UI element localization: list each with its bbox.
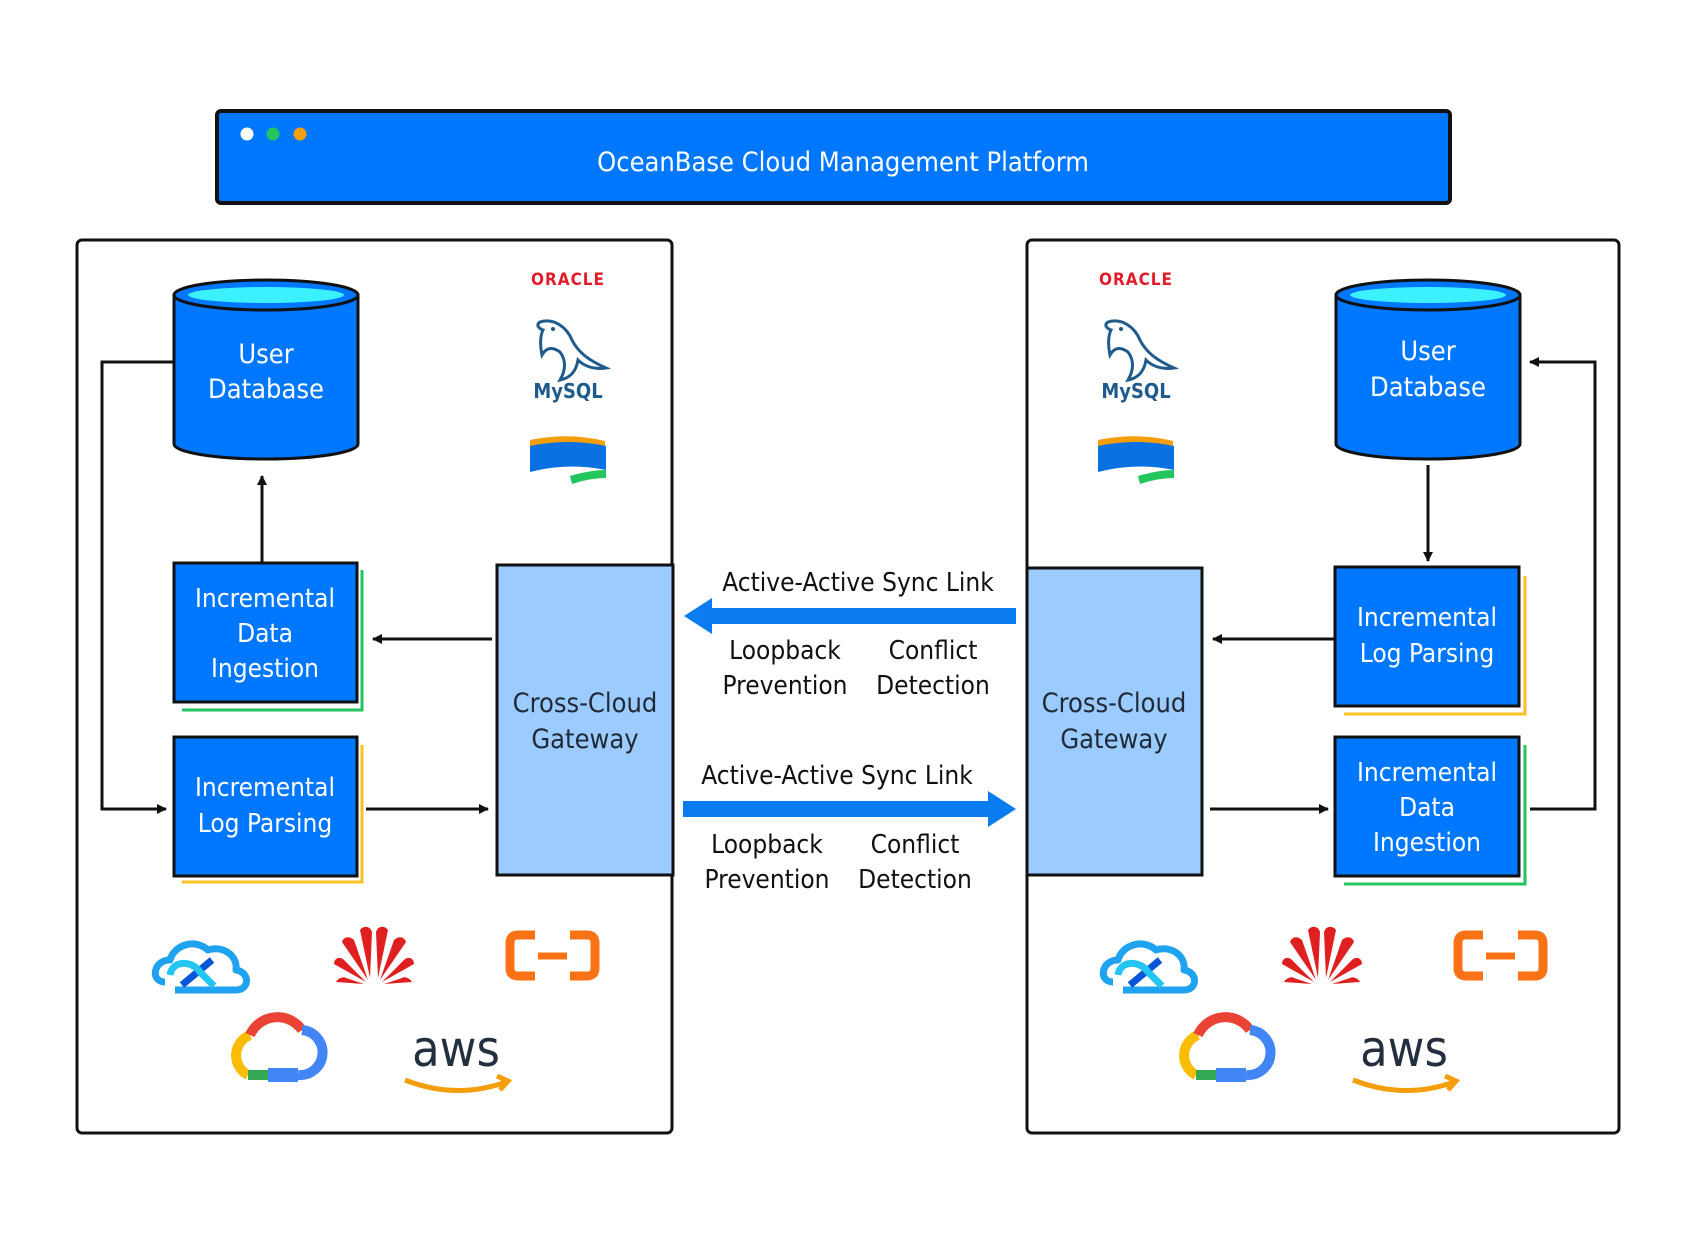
left-user-database-label-1: User <box>238 339 293 370</box>
sync-link-top: Active-Active Sync Link Loopback Prevent… <box>684 568 1016 701</box>
window-dot-white <box>240 127 254 141</box>
right-cloud-panel: Cross-Cloud Gateway User Database Increm… <box>1025 238 1621 1135</box>
right-arrow-ingestion-to-db <box>1529 357 1597 811</box>
platform-title: OceanBase Cloud Management Platform <box>597 147 1089 178</box>
left-user-database-label-2: Database <box>208 374 324 405</box>
svg-text:ORACLE: ORACLE <box>531 270 605 290</box>
left-aws-logo: aws <box>404 1020 513 1094</box>
left-cloud-panel: User Database Incremental Data Ingestion… <box>75 238 675 1135</box>
sync-bottom-feature-1-line-2: Prevention <box>705 865 830 895</box>
right-oracle-logo: ORACLE <box>1099 270 1173 290</box>
sync-link-bottom-arrow <box>683 791 1016 827</box>
left-ingestion-label-2: Data <box>237 619 293 649</box>
sync-link-top-arrow <box>684 598 1016 634</box>
left-huawei-cloud-icon <box>334 926 414 984</box>
left-oracle-logo: ORACLE <box>531 270 605 290</box>
sync-link-top-label: Active-Active Sync Link <box>722 568 994 598</box>
window-dot-orange <box>293 127 307 141</box>
left-gateway-label-1: Cross-Cloud <box>513 688 658 719</box>
right-ingestion-label-2: Data <box>1399 793 1455 823</box>
right-user-database-label-2: Database <box>1370 372 1486 403</box>
right-mysql-logo: MySQL <box>1101 319 1180 403</box>
sync-bottom-feature-1-line-1: Loopback <box>711 830 823 860</box>
window-dot-green <box>266 127 280 141</box>
right-mysql-logo-text: MySQL <box>1101 379 1170 403</box>
sync-link-bottom-label: Active-Active Sync Link <box>701 761 973 791</box>
left-logparse-label-1: Incremental <box>195 773 335 803</box>
left-alibaba-cloud-icon <box>505 930 600 981</box>
sync-top-feature-2-line-2: Detection <box>876 671 990 701</box>
sync-top-feature-1-line-1: Loopback <box>729 636 841 666</box>
right-incremental-data-ingestion: Incremental Data Ingestion <box>1333 735 1527 886</box>
sync-link-bottom: Active-Active Sync Link Loopback Prevent… <box>683 761 1016 895</box>
right-alibaba-cloud-icon <box>1453 930 1548 981</box>
right-user-database: User Database <box>1334 278 1522 461</box>
sync-bottom-feature-2-line-1: Conflict <box>871 830 960 860</box>
left-incremental-log-parsing: Incremental Log Parsing <box>172 735 364 884</box>
sync-top-feature-1-line-2: Prevention <box>723 671 848 701</box>
right-cross-cloud-gateway: Cross-Cloud Gateway <box>1025 566 1204 877</box>
right-generic-db-logo <box>1098 436 1174 484</box>
right-ingestion-label-3: Ingestion <box>1373 828 1481 858</box>
sync-top-feature-2-line-1: Conflict <box>889 636 978 666</box>
svg-text:aws: aws <box>1360 1020 1448 1078</box>
left-google-cloud-icon <box>231 1012 328 1082</box>
svg-text:ORACLE: ORACLE <box>1099 270 1173 290</box>
right-aws-logo: aws <box>1352 1020 1461 1094</box>
left-gateway-label-2: Gateway <box>531 724 638 755</box>
right-user-database-label-1: User <box>1400 336 1455 367</box>
right-ingestion-label-1: Incremental <box>1357 758 1497 788</box>
left-logparse-label-2: Log Parsing <box>198 809 332 839</box>
right-incremental-log-parsing: Incremental Log Parsing <box>1333 565 1527 716</box>
left-ingestion-label-1: Incremental <box>195 584 335 614</box>
right-google-cloud-icon <box>1179 1012 1276 1082</box>
right-huawei-cloud-icon <box>1282 926 1362 984</box>
right-gateway-label-1: Cross-Cloud <box>1042 688 1187 719</box>
left-generic-db-logo <box>530 436 606 484</box>
left-tencent-cloud-icon <box>152 940 250 994</box>
right-logparse-label-2: Log Parsing <box>1360 639 1494 669</box>
right-logparse-label-1: Incremental <box>1357 603 1497 633</box>
left-incremental-data-ingestion: Incremental Data Ingestion <box>172 561 364 712</box>
left-user-database: User Database <box>172 278 360 461</box>
right-gateway-label-2: Gateway <box>1060 724 1167 755</box>
right-tencent-cloud-icon <box>1100 940 1198 994</box>
left-ingestion-label-3: Ingestion <box>211 654 319 684</box>
sync-bottom-feature-2-line-2: Detection <box>858 865 972 895</box>
left-arrow-db-to-logparse <box>100 360 173 814</box>
svg-text:aws: aws <box>412 1020 500 1078</box>
left-mysql-logo: MySQL <box>533 319 612 403</box>
left-cross-cloud-gateway: Cross-Cloud Gateway <box>495 563 675 877</box>
platform-header: OceanBase Cloud Management Platform <box>215 109 1452 205</box>
left-mysql-logo-text: MySQL <box>533 379 602 403</box>
